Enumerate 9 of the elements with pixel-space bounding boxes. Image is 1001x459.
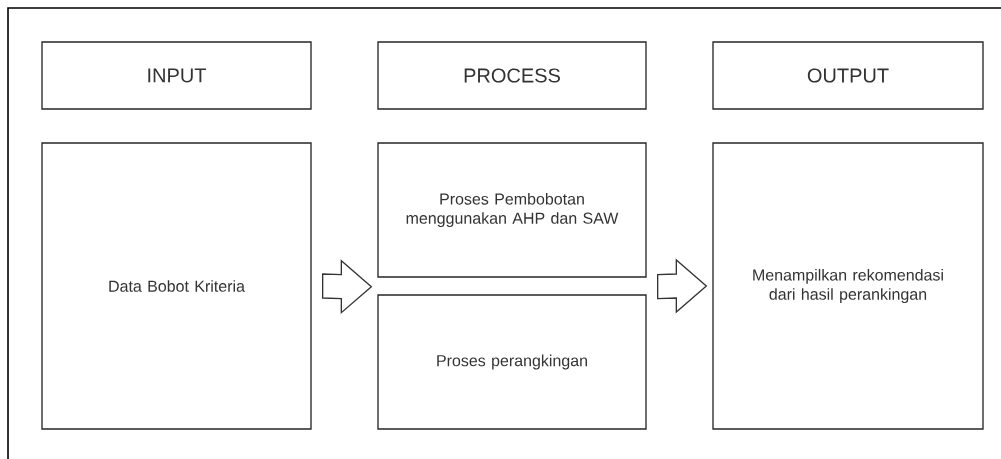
column-header: PROCESS xyxy=(377,41,647,110)
block-arrow xyxy=(322,259,373,315)
process-box: Proses perangkingan xyxy=(377,294,647,430)
column-header: OUTPUT xyxy=(712,41,984,110)
input-box: Data Bobot Kriteria xyxy=(41,142,312,430)
process-box: Proses Pembobotan menggunakan AHP dan SAW xyxy=(377,142,647,278)
output-box: Menampilkan rekomendasi dari hasil perankingan xyxy=(712,142,984,430)
block-arrow xyxy=(657,258,708,314)
column-header: INPUT xyxy=(41,41,312,110)
